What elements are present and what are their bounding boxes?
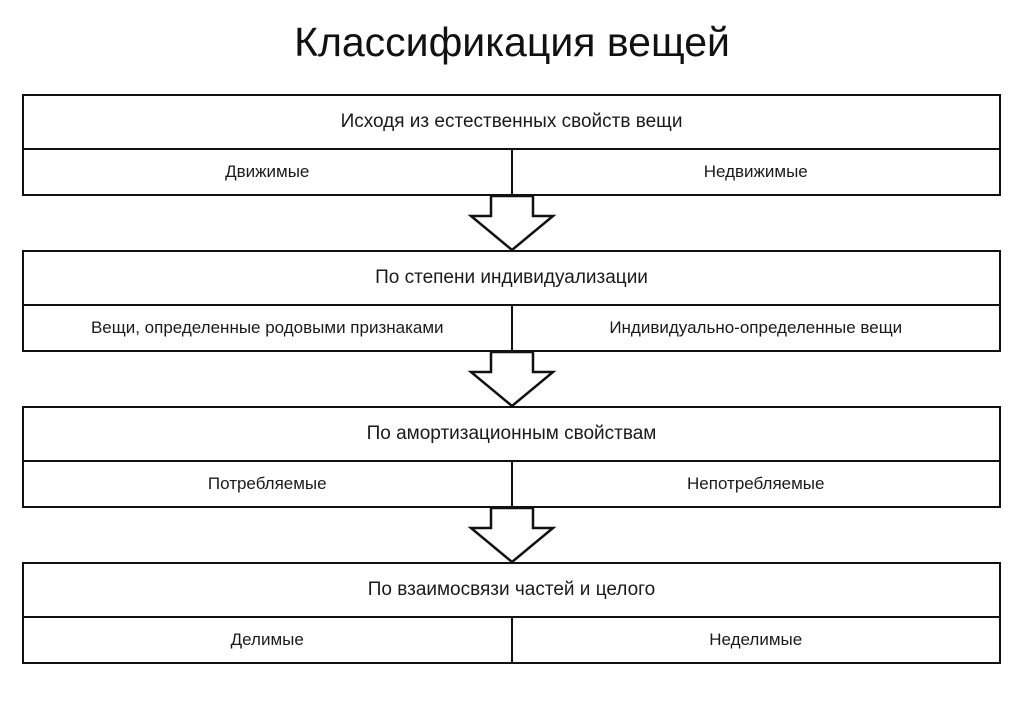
classification-block-individualization: По степени индивидуализации Вещи, опреде… [22, 250, 1001, 352]
down-arrow-icon [467, 506, 557, 564]
classification-block-parts-and-whole: По взаимосвязи частей и целого Делимые Н… [22, 562, 1001, 664]
option-right: Непотребляемые [687, 474, 825, 493]
option-left: Вещи, определенные родовыми признаками [24, 306, 513, 350]
block-options-row: Потребляемые Непотребляемые [24, 462, 999, 506]
option-left: Делимые [24, 618, 513, 662]
page-title: Классификация вещей [294, 19, 730, 65]
option-right: Индивидуально-определенные вещи [609, 318, 903, 337]
block-options-row: Делимые Неделимые [24, 618, 999, 662]
block-options-row: Движимые Недвижимые [24, 150, 999, 194]
down-arrow-icon [467, 194, 557, 252]
block-options-row: Вещи, определенные родовыми признаками И… [24, 306, 999, 350]
block-header: Исходя из естественных свойств вещи [24, 96, 999, 150]
option-left: Движимые [24, 150, 513, 194]
block-header: По степени индивидуализации [24, 252, 999, 306]
option-right: Неделимые [709, 630, 803, 649]
block-header: По взаимосвязи частей и целого [24, 564, 999, 618]
classification-block-depreciation: По амортизационным свойствам Потребляемы… [22, 406, 1001, 508]
option-right: Недвижимые [703, 162, 808, 181]
option-left: Потребляемые [24, 462, 513, 506]
down-arrow-icon [467, 350, 557, 408]
classification-block-natural-properties: Исходя из естественных свойств вещи Движ… [22, 94, 1001, 196]
block-header: По амортизационным свойствам [24, 408, 999, 462]
